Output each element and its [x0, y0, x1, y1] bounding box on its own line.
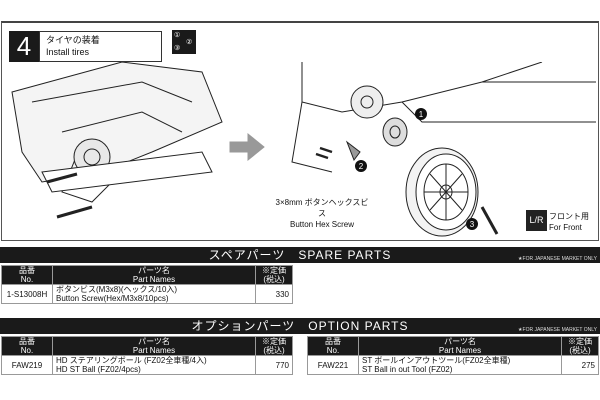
col-price-tax: (税込) — [263, 346, 285, 355]
spare-parts-header: スペアパーツ SPARE PARTS ★FOR JAPANESE MARKET O… — [0, 247, 600, 263]
part-name-ja: ボタンビス(M3x8)(ヘックス/10入) — [56, 285, 178, 294]
screw-icon — [315, 146, 333, 160]
col-no-en: No. — [20, 346, 34, 355]
part-no: FAW221 — [307, 355, 359, 375]
side-caption-ja: フロント用 — [549, 212, 589, 221]
spare-parts-title: スペアパーツ SPARE PARTS — [208, 248, 392, 262]
option-parts-header: オプションパーツ OPTION PARTS ★FOR JAPANESE MARKE… — [0, 318, 600, 334]
col-name-en: Part Names — [132, 275, 176, 284]
assembly-illustration: 1 2 3 — [11, 62, 596, 237]
step-frame — [1, 21, 599, 241]
long-screw — [480, 206, 499, 235]
chassis-right — [291, 62, 596, 173]
part-price: 770 — [255, 355, 293, 375]
marker-2-label: 2 — [359, 162, 364, 171]
screw-caption: 3×8mm ボタンヘックスビス Button Hex Screw — [272, 197, 372, 230]
screw-caption-en: Button Hex Screw — [289, 220, 355, 229]
step-title-en: Install tires — [46, 47, 90, 57]
col-no-en: No. — [326, 346, 340, 355]
lr-mark-text: L/R — [529, 215, 544, 225]
col-name-en: Part Names — [438, 346, 482, 355]
order-mark-3: ③ — [174, 45, 181, 52]
option-parts-title: オプションパーツ OPTION PARTS — [191, 319, 409, 333]
col-price-ja: ※定価 — [262, 266, 286, 275]
lr-icon: L/R — [526, 210, 547, 231]
col-no-ja: 品番 — [19, 337, 35, 346]
col-price-ja: ※定価 — [262, 337, 286, 346]
tire — [405, 147, 479, 237]
col-no-ja: 品番 — [19, 266, 35, 275]
part-price: 275 — [561, 355, 599, 375]
marker-3-label: 3 — [470, 220, 475, 229]
col-name-en: Part Names — [132, 346, 176, 355]
marker-2 — [355, 160, 367, 172]
part-name-en: Button Screw(Hex/M3x8/10pcs) — [56, 294, 169, 303]
part-name-en: HD ST Ball (FZ02/4pcs) — [56, 365, 141, 374]
market-note: ★FOR JAPANESE MARKET ONLY — [518, 327, 597, 333]
col-name-ja: パーツ名 — [444, 337, 476, 346]
pin-part — [345, 140, 361, 162]
col-price-tax: (税込) — [263, 275, 285, 284]
marker-1-label: 1 — [419, 110, 424, 119]
part-price: 330 — [255, 284, 293, 304]
step-title-ja: タイヤの装着 — [46, 35, 100, 45]
table-row: FAW219 HD ステアリングボール (FZ02全車種/4入)HD ST Ba… — [1, 355, 293, 375]
order-mark-1: ① — [174, 32, 181, 39]
arrow-icon — [229, 132, 265, 162]
col-price-ja: ※定価 — [568, 337, 592, 346]
market-note: ★FOR JAPANESE MARKET ONLY — [518, 256, 597, 262]
col-name-ja: パーツ名 — [138, 266, 170, 275]
table-row: FAW221 ST ボールインアウトツール(FZ02全車種)ST Ball in… — [307, 355, 599, 375]
col-name-ja: パーツ名 — [138, 337, 170, 346]
part-no: 1-S13008H — [1, 284, 53, 304]
part-no: FAW219 — [1, 355, 53, 375]
side-caption-en: For Front — [549, 223, 582, 232]
screw-caption-ja: 3×8mm ボタンヘックスビス — [275, 198, 369, 218]
col-no-en: No. — [20, 275, 34, 284]
chassis-left — [11, 62, 223, 219]
part-name-ja: HD ステアリングボール (FZ02全車種/4入) — [56, 356, 207, 365]
part-name-en: ST Ball in out Tool (FZ02) — [362, 365, 453, 374]
order-mark-2: ② — [186, 39, 193, 46]
step-title: タイヤの装着 Install tires — [39, 31, 162, 62]
marker-3 — [466, 218, 478, 230]
part-name-ja: ST ボールインアウトツール(FZ02全車種) — [362, 356, 511, 365]
col-price-tax: (税込) — [569, 346, 591, 355]
step-number: 4 — [9, 31, 39, 62]
marker-1 — [415, 108, 427, 120]
wheel-hub — [382, 117, 408, 147]
table-row: 1-S13008H ボタンビス(M3x8)(ヘックス/10入)Button Sc… — [1, 284, 293, 304]
order-icon: ① ② ③ — [172, 30, 196, 54]
col-no-ja: 品番 — [325, 337, 341, 346]
side-caption: フロント用 For Front — [549, 211, 589, 233]
